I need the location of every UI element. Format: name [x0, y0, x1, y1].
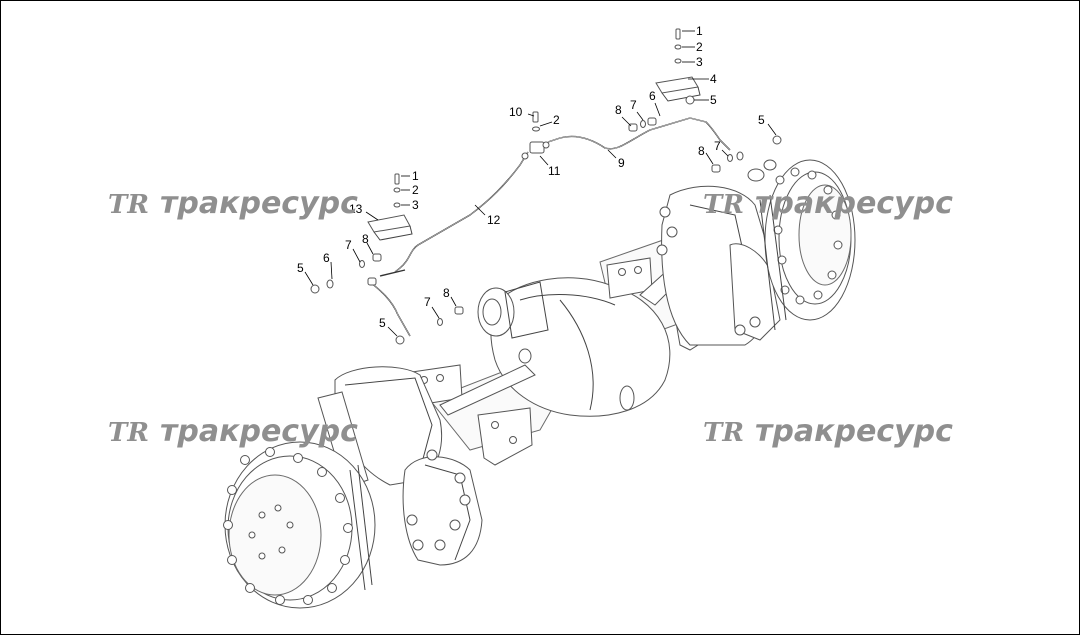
callout-5-top: 5: [710, 93, 717, 107]
callout-2-left: 2: [412, 183, 419, 197]
callout-9: 9: [618, 156, 625, 170]
brake-lines: [310, 28, 782, 345]
watermark-text: тракресурс: [755, 414, 953, 449]
callout-7-low: 7: [424, 295, 431, 309]
watermark-logo: TR: [108, 190, 149, 220]
callout-8-low: 8: [443, 286, 450, 300]
callout-7-left: 7: [345, 238, 352, 252]
callout-13: 13: [349, 202, 363, 216]
callout-11: 11: [548, 164, 561, 178]
watermark-bottom-right: TR тракресурс: [703, 414, 953, 449]
watermark-top-left: TR тракресурс: [108, 186, 358, 221]
watermark-text: тракресурс: [160, 186, 358, 221]
callout-7-top: 7: [630, 98, 637, 112]
callout-8-left: 8: [362, 232, 369, 246]
callout-numbers: 1 2 3 4 5 8 7 6 10 2 11 9 5 8 7 1 2 3 13…: [297, 24, 765, 330]
callout-4: 4: [710, 72, 717, 86]
callout-3-left: 3: [412, 198, 419, 212]
watermark-bottom-left: TR тракресурс: [108, 414, 358, 449]
callout-1-left: 1: [412, 169, 419, 183]
leader-lines: [304, 30, 777, 337]
watermark-text: тракресурс: [755, 186, 953, 221]
callout-6-left: 6: [323, 251, 330, 265]
watermark-text: тракресурс: [160, 414, 358, 449]
watermark-top-right: TR тракресурс: [703, 186, 953, 221]
callout-10: 10: [509, 105, 523, 119]
callout-6-top: 6: [649, 89, 656, 103]
callout-5-right: 5: [758, 113, 765, 127]
callout-5-low: 5: [379, 316, 386, 330]
watermark-logo: TR: [703, 418, 744, 448]
callout-8-top: 8: [615, 103, 622, 117]
callout-7-right: 7: [714, 139, 721, 153]
watermark-logo: TR: [703, 190, 744, 220]
callout-12: 12: [487, 213, 501, 227]
axle-assembly: [223, 159, 856, 609]
callout-3-right: 3: [696, 55, 703, 69]
callout-2-right: 2: [696, 40, 703, 54]
watermark-logo: TR: [108, 418, 149, 448]
callout-8-right: 8: [698, 144, 705, 158]
callout-1-right: 1: [696, 24, 703, 38]
callout-2-mid: 2: [553, 113, 560, 127]
callout-5-left: 5: [297, 261, 304, 275]
